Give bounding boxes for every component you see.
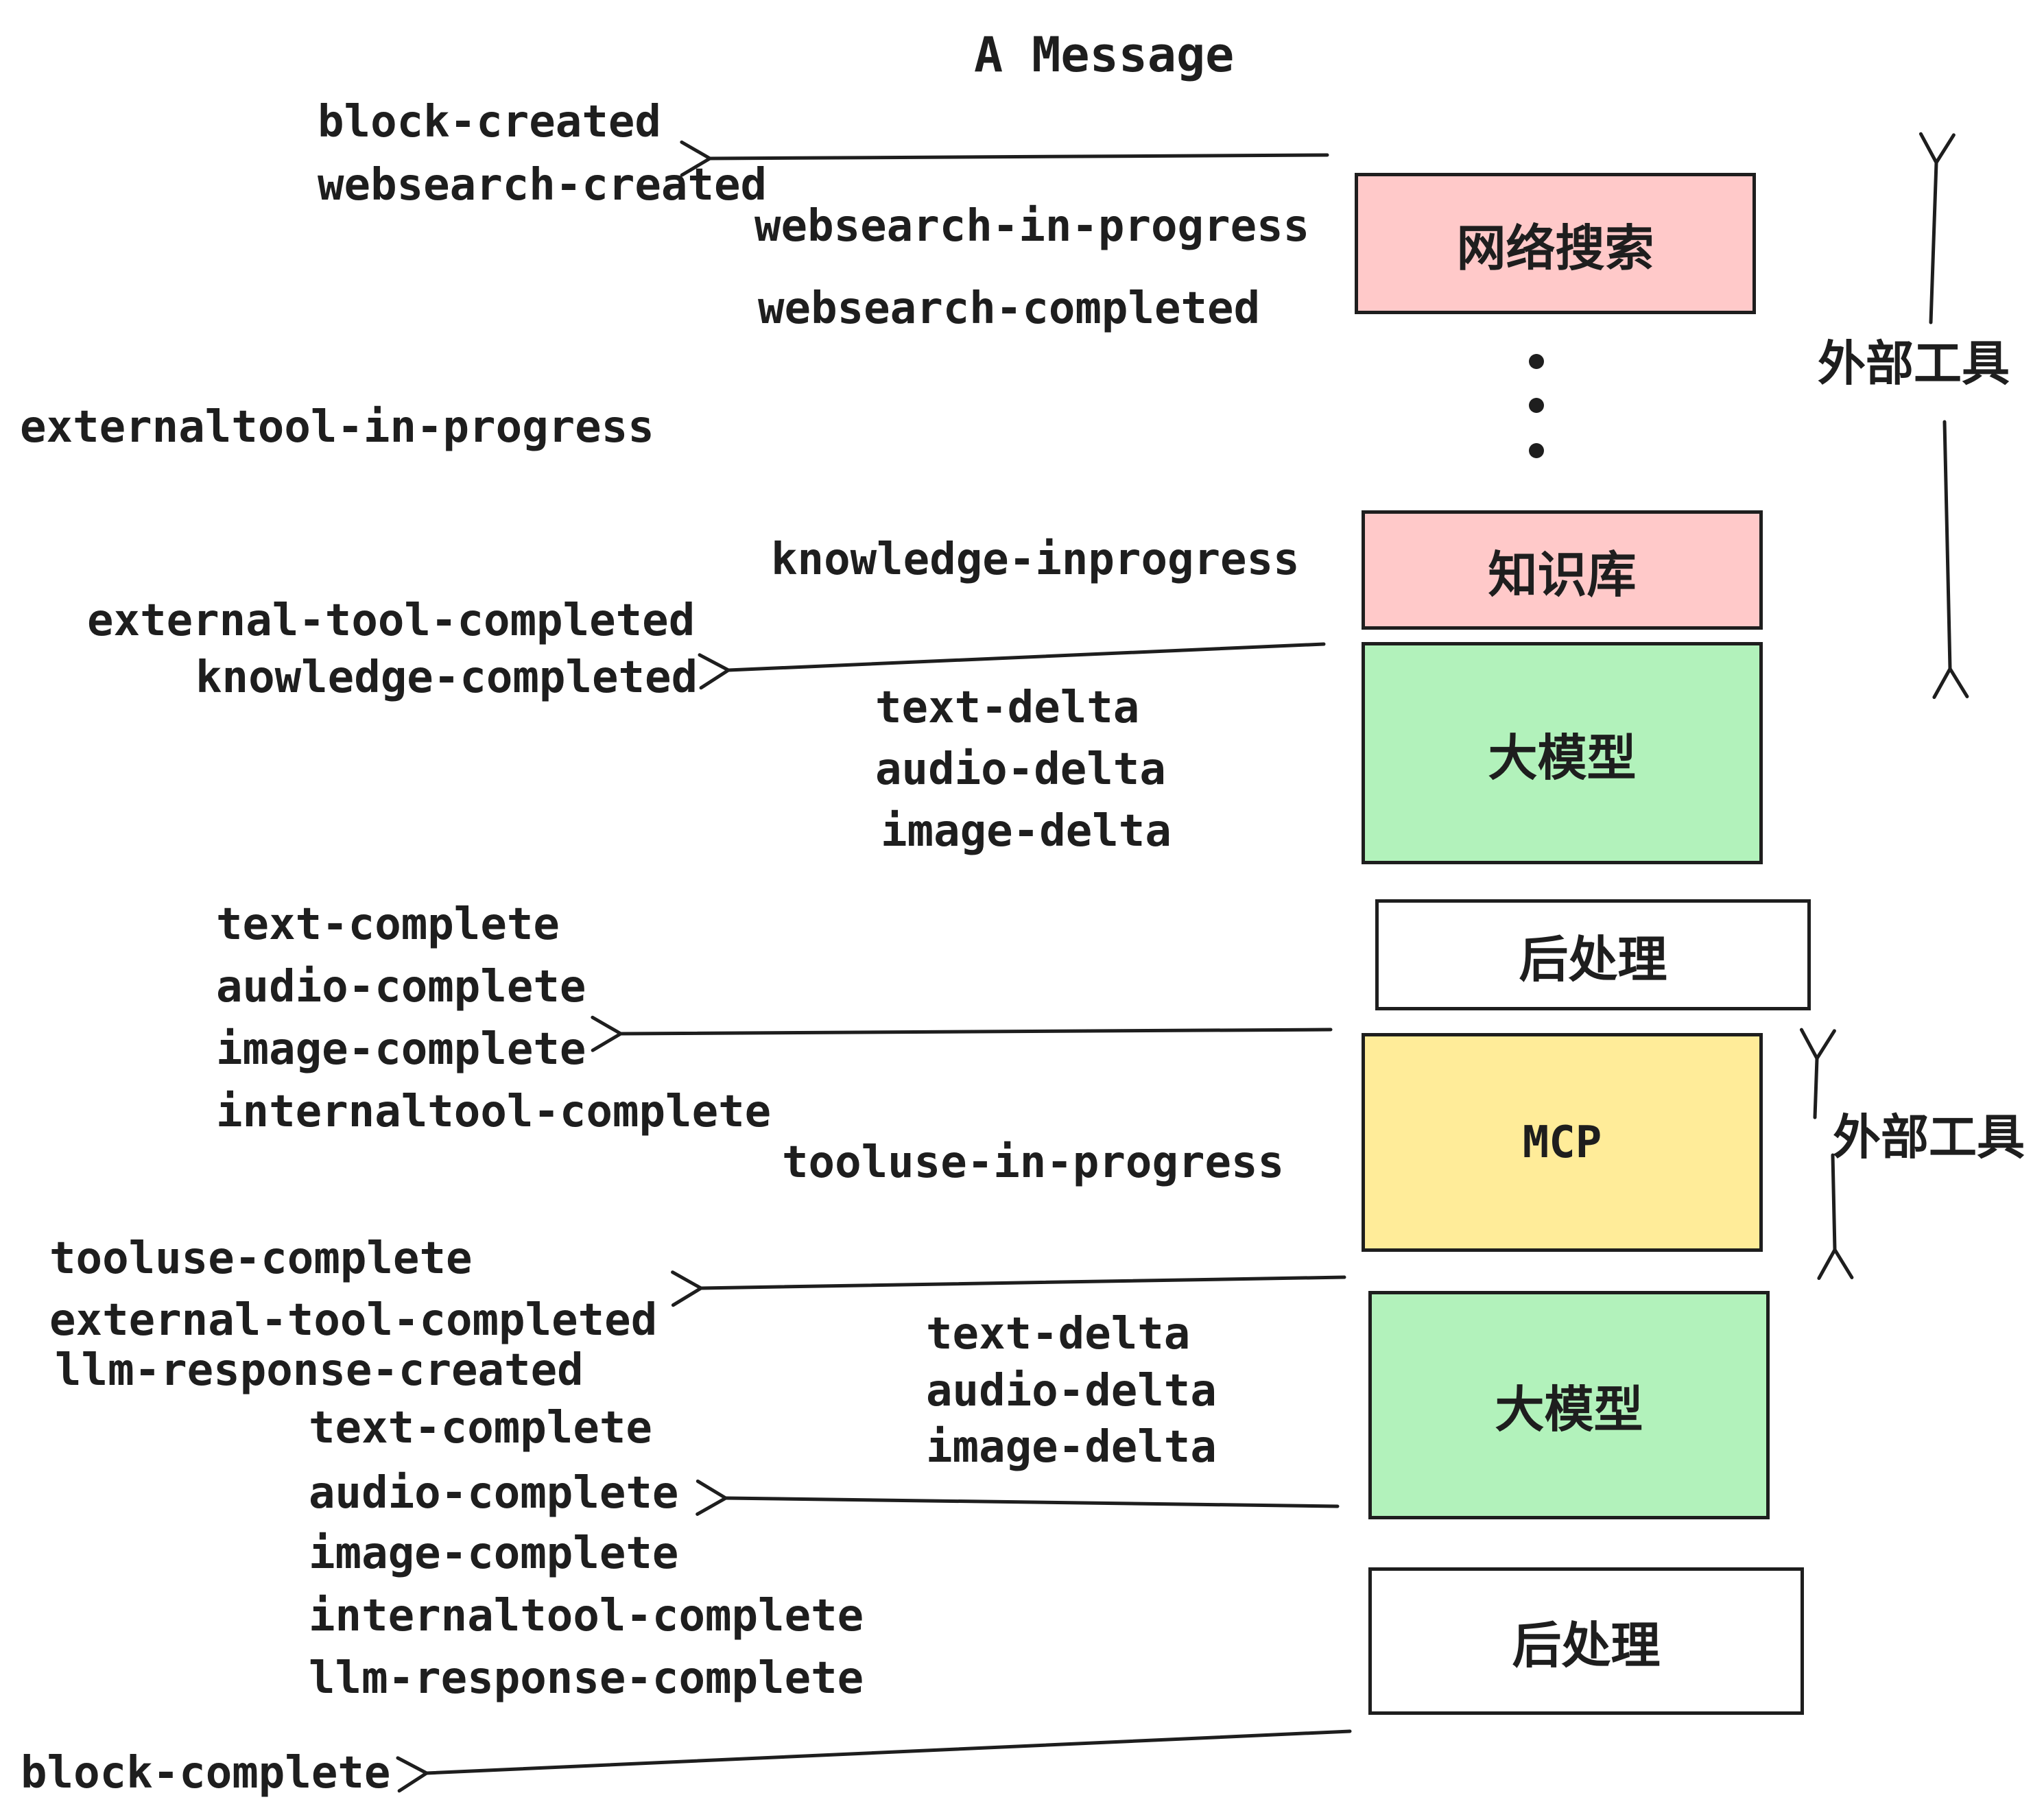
- event-label: text-delta: [875, 683, 1140, 733]
- node-websearch: 网络搜索: [1355, 173, 1756, 314]
- event-label: block-complete: [21, 1748, 391, 1799]
- event-label: websearch-in-progress: [754, 201, 1310, 252]
- event-label: audio-delta: [926, 1366, 1217, 1416]
- arrow-to-image-complete: [591, 1015, 1333, 1052]
- node-llm-2: 大模型: [1368, 1291, 1770, 1519]
- event-label: tooluse-in-progress: [782, 1137, 1285, 1188]
- event-label: llm-response-created: [55, 1345, 584, 1396]
- arrow-to-audio-complete: [696, 1479, 1340, 1516]
- event-label: image-complete: [309, 1528, 679, 1579]
- event-label: image-complete: [216, 1024, 586, 1075]
- event-label: image-delta: [881, 806, 1172, 857]
- node-postprocess-1: 后处理: [1375, 899, 1811, 1010]
- event-label: external-tool-completed: [87, 595, 696, 646]
- event-label: external-tool-completed: [49, 1295, 658, 1346]
- event-label: text-complete: [216, 899, 560, 950]
- arrow-to-external-tool-completed: [671, 1270, 1346, 1307]
- ellipsis-dot: [1529, 398, 1544, 413]
- external-tool-down-arrow-2: [1817, 1153, 1854, 1281]
- event-label: text-delta: [926, 1309, 1191, 1360]
- event-label: knowledge-inprogress: [771, 534, 1300, 585]
- node-knowledge-base: 知识库: [1362, 510, 1763, 630]
- event-label: image-delta: [926, 1422, 1217, 1473]
- event-label: websearch-completed: [758, 283, 1261, 334]
- event-label: internaltool-complete: [309, 1591, 864, 1641]
- side-annotation: 外部工具: [1833, 1109, 2025, 1165]
- event-label: tooluse-complete: [49, 1233, 473, 1284]
- node-websearch-label: 网络搜索: [1456, 219, 1654, 277]
- external-tool-down-arrow-1: [1932, 420, 1969, 700]
- arrow-to-block-created: [680, 140, 1329, 177]
- node-llm-2-label: 大模型: [1495, 1381, 1643, 1438]
- event-label: knowledge-completed: [195, 652, 698, 703]
- event-label: audio-complete: [309, 1468, 679, 1519]
- event-label: internaltool-complete: [216, 1087, 772, 1137]
- node-knowledge-base-label: 知识库: [1488, 545, 1637, 604]
- node-postprocess-2: 后处理: [1368, 1567, 1804, 1715]
- diagram-title: A Message: [974, 27, 1235, 83]
- event-label: text-complete: [309, 1403, 652, 1453]
- event-label: externaltool-in-progress: [20, 402, 654, 453]
- node-llm-1: 大模型: [1362, 642, 1763, 864]
- event-label: llm-response-complete: [309, 1653, 864, 1704]
- external-tool-up-arrow-2: [1799, 1028, 1836, 1119]
- external-tool-up-arrow-1: [1918, 132, 1956, 324]
- event-label: block-created: [318, 97, 661, 147]
- node-mcp-label: MCP: [1522, 1117, 1602, 1168]
- side-annotation: 外部工具: [1818, 335, 2010, 392]
- ellipsis-dot: [1529, 443, 1544, 458]
- node-postprocess-1-label: 后处理: [1519, 930, 1667, 988]
- arrow-to-knowledge-completed: [698, 642, 1326, 690]
- node-postprocess-2-label: 后处理: [1512, 1617, 1661, 1674]
- event-label: audio-complete: [216, 962, 586, 1012]
- node-llm-1-label: 大模型: [1488, 728, 1637, 787]
- event-label: audio-delta: [875, 744, 1166, 795]
- event-label: websearch-created: [318, 160, 768, 211]
- ellipsis-dot: [1529, 354, 1544, 369]
- arrow-to-block-complete: [396, 1729, 1352, 1793]
- node-mcp: MCP: [1362, 1033, 1763, 1252]
